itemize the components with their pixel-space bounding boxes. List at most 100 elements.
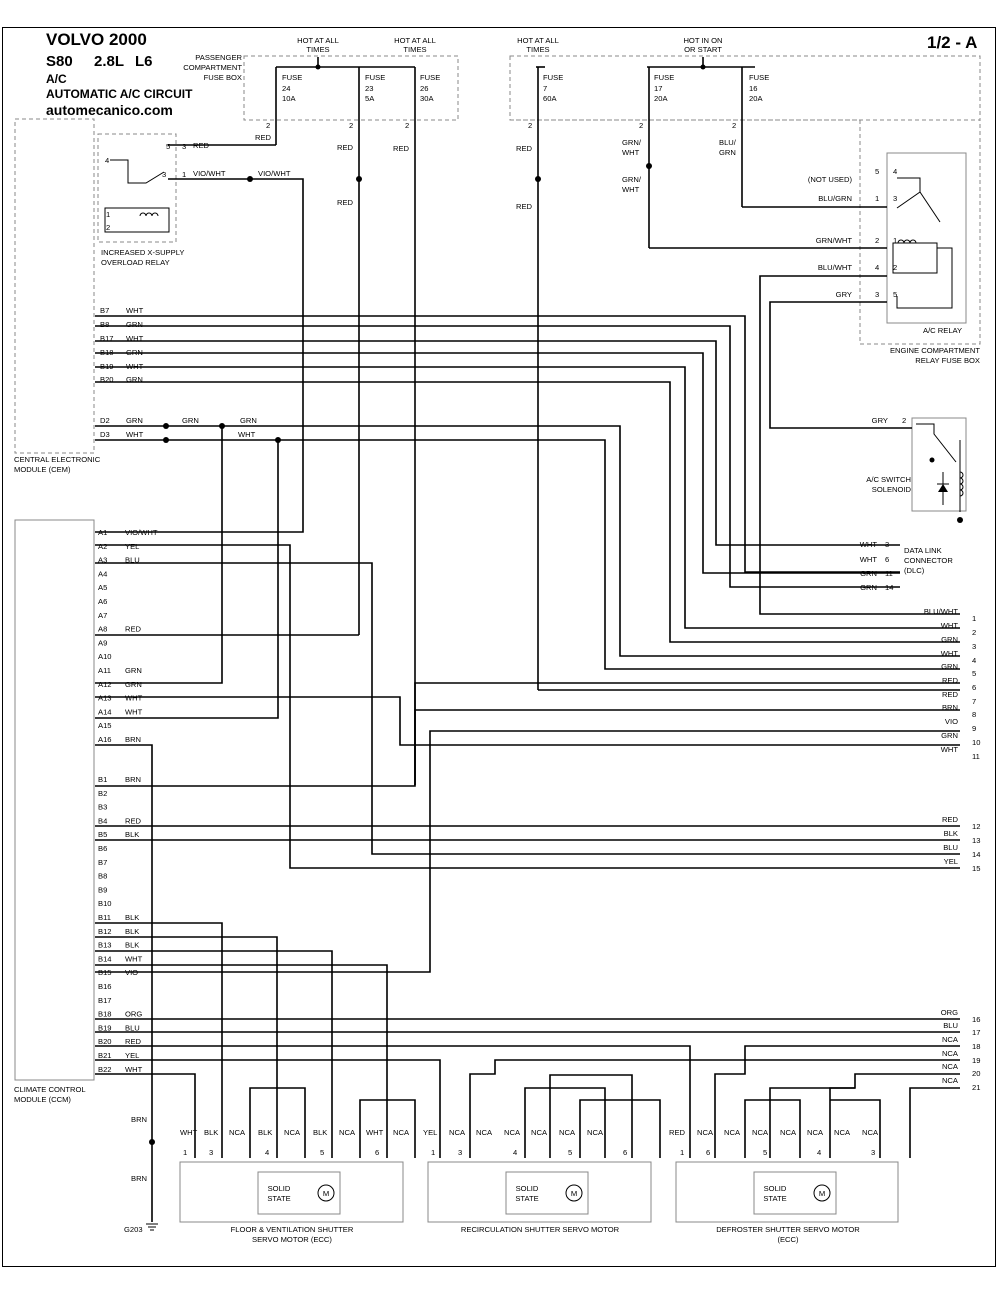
motor-pin: 4	[817, 1148, 821, 1157]
bottom-wire-color: WHT	[180, 1128, 198, 1137]
ccm-pin: B9	[98, 885, 107, 894]
continuation-color: BRN	[942, 703, 958, 712]
hot-label: HOT AT ALL	[517, 36, 559, 45]
diagram-graphics	[14, 55, 981, 1231]
ccm-pin: A14	[98, 707, 112, 716]
ccm-pin: B18	[98, 1010, 112, 1019]
fuse-rating: 5A	[365, 94, 375, 103]
site-link[interactable]: automecanico.com	[46, 102, 173, 118]
wire-color: GRN	[126, 348, 143, 357]
pin-label: 2	[639, 121, 643, 130]
wire-color: GRN	[860, 583, 877, 592]
pin-label: 3	[162, 170, 166, 179]
ccm-pin: A9	[98, 638, 107, 647]
ccm-pin: A10	[98, 652, 112, 661]
ccm-pin: B5	[98, 830, 107, 839]
ccm-pin: A2	[98, 542, 107, 551]
cem-pin: D2	[100, 416, 110, 425]
engine: 2.8L	[94, 53, 125, 70]
continuation-color: GRN	[941, 662, 958, 671]
continuation-number: 3	[972, 642, 976, 651]
wire-color: RED	[125, 625, 142, 634]
wire-color: WHT	[125, 954, 143, 963]
wire-color: RED	[337, 143, 354, 152]
bottom-wire-color: NCA	[449, 1128, 466, 1137]
wire-color: WHT	[860, 555, 878, 564]
system: A/C	[46, 72, 67, 86]
ccm-pin: A1	[98, 528, 107, 537]
fuse-rating: 20A	[654, 94, 668, 103]
dlc-label: CONNECTOR	[904, 556, 953, 565]
solid-state-label: STATE	[267, 1194, 290, 1203]
continuation-color: BLU	[943, 843, 958, 852]
cem-pin: B8	[100, 320, 109, 329]
wire-color: GRN	[860, 569, 877, 578]
bottom-wire-color: NCA	[229, 1128, 246, 1137]
wire-color: VIO/WHT	[258, 169, 291, 178]
fuse-number: 23	[365, 84, 373, 93]
motor-pin: 4	[513, 1148, 517, 1157]
wire-color: WHT	[125, 1065, 143, 1074]
ccm-pin: A15	[98, 721, 112, 730]
pin-label: 2	[106, 223, 110, 232]
ccm-pin: B1	[98, 775, 107, 784]
continuation-number: 19	[972, 1056, 980, 1065]
fuse-box-label: PASSENGER	[195, 53, 242, 62]
bottom-wire-color: NCA	[834, 1128, 851, 1137]
motor-label: RECIRCULATION SHUTTER SERVO MOTOR	[461, 1225, 620, 1234]
bottom-wire-color: WHT	[366, 1128, 384, 1137]
relay-box-label: ENGINE COMPARTMENT	[890, 346, 980, 355]
wire-color: BLK	[125, 927, 139, 936]
pin-label: 5	[875, 167, 879, 176]
continuation-number: 11	[972, 752, 980, 761]
cem-pin: B18	[100, 348, 114, 357]
fuse-rating: 10A	[282, 94, 296, 103]
motor-pin: 5	[568, 1148, 572, 1157]
continuation-color: NCA	[942, 1049, 959, 1058]
bottom-wire-color: NCA	[780, 1128, 797, 1137]
pin-label: 6	[885, 555, 889, 564]
continuation-color: NCA	[942, 1076, 959, 1085]
hot-label: TIMES	[526, 45, 549, 54]
cem-pin: D3	[100, 430, 110, 439]
wire-color: GRN	[126, 320, 143, 329]
relay-note: (NOT USED)	[808, 175, 853, 184]
wire-color: RED	[516, 144, 533, 153]
ccm-label: CLIMATE CONTROL	[14, 1085, 86, 1094]
continuation-color: BLK	[944, 829, 958, 838]
wire-color: VIO/WHT	[125, 528, 158, 537]
fuse-rating: 20A	[749, 94, 763, 103]
motor-pin: 1	[431, 1148, 435, 1157]
hot-label: TIMES	[306, 45, 329, 54]
wire-color: WHT	[126, 430, 144, 439]
continuation-number: 8	[972, 710, 976, 719]
continuation-number: 16	[972, 1015, 980, 1024]
continuation-color: GRN	[941, 731, 958, 740]
ccm-pin: B10	[98, 899, 112, 908]
ccm-pin: B2	[98, 789, 107, 798]
wire-color: GRN	[125, 666, 142, 675]
ccm-pin: A5	[98, 583, 107, 592]
ccm-pin: A12	[98, 680, 112, 689]
continuation-color: RED	[942, 676, 959, 685]
continuation-number: 14	[972, 850, 980, 859]
continuation-number: 20	[972, 1069, 980, 1078]
bottom-wire-color: NCA	[697, 1128, 714, 1137]
cylinders: L6	[135, 53, 153, 70]
motor-label: DEFROSTER SHUTTER SERVO MOTOR	[716, 1225, 860, 1234]
motor-label: SERVO MOTOR (ECC)	[252, 1235, 332, 1244]
motor-symbol: M	[819, 1189, 825, 1198]
fuse-label: FUSE	[420, 73, 440, 82]
solid-state-label: STATE	[763, 1194, 786, 1203]
continuation-color: WHT	[941, 621, 959, 630]
wire-color: BRN	[125, 735, 141, 744]
ccm-pin: A3	[98, 556, 107, 565]
motor-pin: 1	[680, 1148, 684, 1157]
ccm-pin: A4	[98, 569, 107, 578]
continuation-number: 7	[972, 697, 976, 706]
wire-color: WHT	[860, 540, 878, 549]
wire-color: GRN	[182, 416, 199, 425]
ccm-pin: B13	[98, 941, 112, 950]
wire-color: ORG	[125, 1010, 142, 1019]
bottom-wire-color: BLK	[258, 1128, 272, 1137]
